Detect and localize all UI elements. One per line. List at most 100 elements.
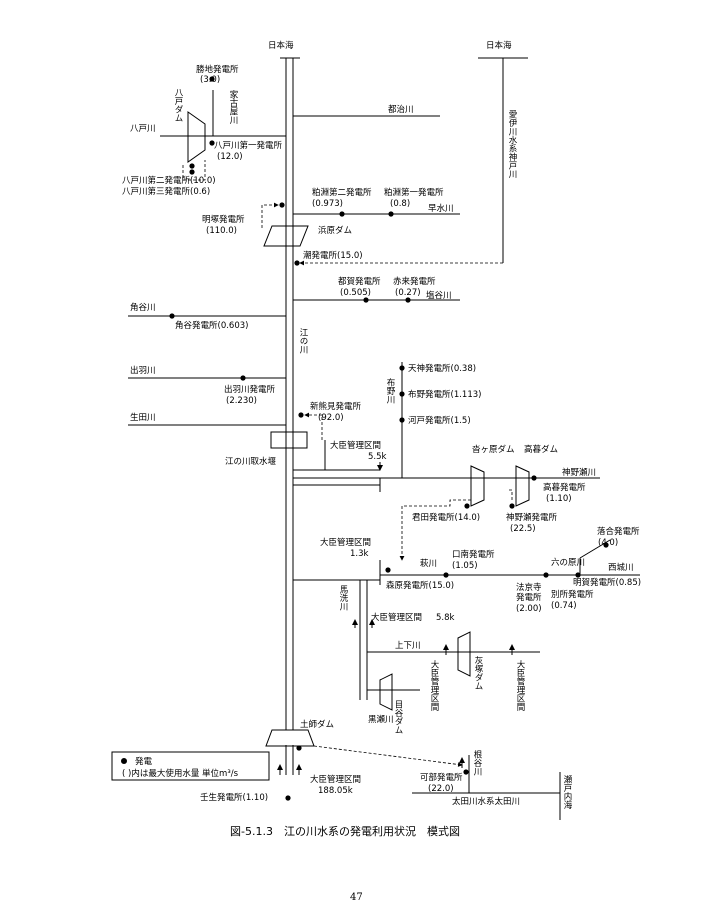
doshi-outlet-dot bbox=[296, 745, 302, 751]
kannose-dashed-route bbox=[508, 489, 513, 500]
yatogawa-dam-label: 八戸ダム bbox=[173, 88, 183, 122]
kimita-ps-label: 君田発電所(14.0) bbox=[412, 512, 480, 523]
ochiai-ps-dot bbox=[603, 542, 609, 548]
funo-river-label: 布野川 bbox=[385, 377, 395, 403]
meigyo-ps-flow: (110.0) bbox=[206, 226, 237, 236]
mibu-ps-label: 壬生発電所(1.10) bbox=[200, 792, 268, 803]
minister-section-d-label: 大臣管理区間 bbox=[429, 659, 439, 712]
kachi-ps-flow: (3.0) bbox=[200, 75, 220, 85]
tsuji-river-label: 都治川 bbox=[388, 104, 414, 115]
kabe-ps-label: 可部発電所 bbox=[420, 772, 463, 783]
legend bbox=[111, 751, 270, 781]
hamahara-dam-label: 浜原ダム bbox=[318, 225, 352, 236]
morihara-ps-label: 森原発電所(15.0) bbox=[386, 580, 454, 591]
rokunohara-river-label: 六の原川 bbox=[551, 557, 585, 568]
dewa-ps-dot bbox=[240, 375, 246, 381]
minister-section-b-label: 大臣管理区間 bbox=[320, 537, 371, 548]
yato3-ps-label: 八戸川第三発電所(0.6) bbox=[122, 186, 210, 197]
hakata-ps-label: 口南発電所 bbox=[452, 549, 495, 560]
yato1-ps-label: 八戸川第一発電所 bbox=[214, 140, 283, 151]
doshi-dam-shape bbox=[265, 729, 315, 747]
kachi-ps-dot bbox=[209, 76, 215, 82]
yato3-ps-dot bbox=[189, 169, 195, 175]
dewa-ps-flow: (2.230) bbox=[226, 396, 257, 406]
baseno-river-label: 馬洗川 bbox=[338, 585, 348, 611]
minister-section-c-km: 5.8k bbox=[436, 613, 455, 623]
awashima2-ps-dot bbox=[339, 211, 345, 217]
kimita-dashed-route bbox=[399, 499, 471, 561]
yatogawa-river-label: 八戸川 bbox=[130, 124, 156, 134]
figure-caption: 図-5.1.3 江の川水系の発電利用状況 模式図 bbox=[230, 824, 460, 838]
kakoya-river-label: 家古屋川 bbox=[228, 89, 238, 124]
ochiai-ps-flow: (4.0) bbox=[598, 538, 618, 548]
kimita-ps-dot bbox=[464, 503, 470, 509]
tsuka-ps-flow: (0.505) bbox=[340, 288, 371, 298]
funo-ps-label: 布野発電所(1.113) bbox=[408, 389, 481, 400]
akagi-ps-label: 赤来発電所 bbox=[393, 276, 436, 287]
minister-section-f-label: 大臣管理区間 bbox=[310, 774, 361, 785]
akagi-ps-dot bbox=[405, 297, 411, 303]
kabe-dashed-route bbox=[313, 745, 463, 767]
intake-label: 江の川取水堰 bbox=[225, 456, 277, 467]
mibu-ps-dot bbox=[285, 795, 291, 801]
shiodzuchi-river-label: 塩谷川 bbox=[426, 290, 452, 301]
yato-dam-shape bbox=[187, 111, 206, 163]
funo-ps-dot bbox=[399, 391, 405, 397]
takagure-ps-dot bbox=[531, 475, 537, 481]
hokyoji-ps-dot bbox=[543, 572, 549, 578]
tenjin-ps-dot bbox=[399, 365, 405, 371]
awashima2-ps-label: 粕淵第二発電所 bbox=[312, 187, 372, 198]
dewa-river-label: 出羽川 bbox=[130, 365, 156, 376]
gonokawa-main-label: 江の川 bbox=[298, 328, 308, 354]
kadoya-river-label: 角谷川 bbox=[130, 302, 156, 313]
minister-section-a-label: 大臣管理区間 bbox=[330, 440, 381, 451]
kachi-ps-label: 勝地発電所 bbox=[196, 64, 239, 75]
kabe-ps-dot bbox=[463, 769, 469, 775]
sea-label-right: 日本海 bbox=[486, 40, 512, 51]
haigahara-dam-label: 沓ヶ原ダム bbox=[472, 444, 515, 455]
doshi-dam-label: 土師ダム bbox=[300, 719, 334, 730]
hamahara-dam-shape bbox=[263, 225, 309, 247]
kando-river bbox=[478, 57, 528, 263]
kadoya-ps-label: 角谷発電所(0.603) bbox=[175, 320, 248, 331]
tenjin-ps-label: 天神発電所(0.38) bbox=[408, 363, 476, 374]
yato2-ps-label: 八戸川第二発電所(10.0) bbox=[122, 175, 216, 186]
kannose-ps-flow: (22.5) bbox=[510, 524, 536, 534]
awashima1-ps-dot bbox=[388, 211, 394, 217]
shinkumami-ps-label: 新熊見発電所 bbox=[310, 401, 362, 412]
minister-section-c-label: 大臣管理区間 bbox=[371, 612, 422, 623]
kannose-ps-label: 神野瀬発電所 bbox=[506, 512, 558, 523]
yato2-ps-dot bbox=[189, 163, 195, 169]
dewa-ps-label: 出羽川発電所 bbox=[224, 384, 276, 395]
meigyo-dashed-route bbox=[261, 202, 279, 228]
takagure-dam-label: 高暮ダム bbox=[524, 444, 558, 455]
hokyoji-ps-flow: (2.00) bbox=[516, 604, 542, 614]
minister-section-f-km: 188.05k bbox=[318, 786, 353, 796]
megaya-dam-label: 目谷ダム bbox=[393, 700, 403, 734]
meigyo-ps-dot bbox=[279, 202, 285, 208]
yato1-ps-flow: (12.0) bbox=[217, 152, 243, 162]
legend-title: 発電 bbox=[135, 757, 153, 767]
hokyoji-ps-label: 法京寺 bbox=[516, 582, 542, 593]
joge-river-label: 上下川 bbox=[395, 641, 421, 651]
yato1-ps-dot bbox=[209, 140, 215, 146]
tsuka-ps-label: 都賀発電所 bbox=[338, 276, 381, 287]
hayamizu-river-label: 早水川 bbox=[428, 203, 454, 214]
ota-river-label: 太田川水系太田川 bbox=[452, 796, 520, 807]
akagi-ps-flow: (0.27) bbox=[395, 288, 421, 298]
hokyoji-ps-label2: 発電所 bbox=[516, 592, 542, 603]
bessho-ps-flow: (0.74) bbox=[551, 601, 577, 611]
kurose-river-label: 黒瀬川 bbox=[368, 714, 394, 725]
kabe-ps-flow: (22.0) bbox=[428, 784, 454, 794]
shinkumami-ps-flow: (92.0) bbox=[318, 413, 344, 423]
akaga-ps-dot bbox=[575, 572, 581, 578]
legend-dot bbox=[121, 758, 127, 764]
awashima1-ps-label: 粕淵第一発電所 bbox=[384, 187, 444, 198]
shinkumami-dashed-route bbox=[304, 412, 323, 440]
gonokawa-main-channel bbox=[280, 57, 300, 775]
haigahara-dam-shape bbox=[470, 465, 485, 507]
legend-note: ( )内は最大使用水量 単位m³/s bbox=[122, 768, 239, 779]
awashima1-ps-flow: (0.8) bbox=[390, 199, 410, 209]
kannose-river-label: 神野瀬川 bbox=[562, 467, 596, 478]
